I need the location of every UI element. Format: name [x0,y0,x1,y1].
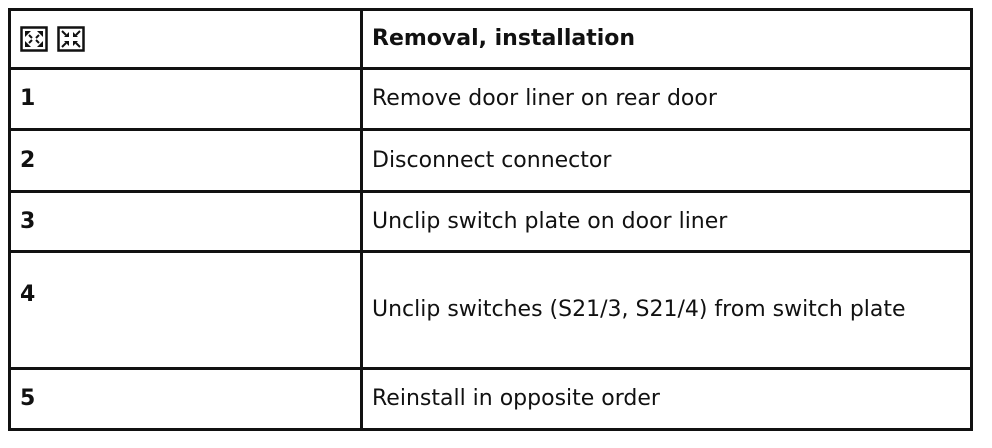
table-title: Removal, installation [372,26,636,51]
table-row: 3 Unclip switch plate on door liner [8,190,973,253]
table-row: 2 Disconnect connector [8,128,973,193]
step-description: Unclip switches (S21/3, S21/4) from swit… [360,250,973,370]
step-number: 5 [8,367,363,431]
table-row: 1 Remove door liner on rear door [8,67,973,131]
step-description: Reinstall in opposite order [360,367,973,431]
collapse-arrows-icon [57,26,85,52]
header-icons-cell [8,8,363,70]
step-description: Disconnect connector [360,128,973,193]
step-number: 1 [8,67,363,131]
procedure-table: Removal, installation 1 Remove door line… [8,8,973,431]
step-description: Unclip switch plate on door liner [360,190,973,253]
expand-arrows-icon [20,26,48,52]
step-number: 3 [8,190,363,253]
table-row: 4 Unclip switches (S21/3, S21/4) from sw… [8,250,973,370]
step-number: 4 [8,250,363,370]
table-header-row: Removal, installation [8,8,973,70]
step-number: 2 [8,128,363,193]
table-row: 5 Reinstall in opposite order [8,367,973,431]
header-title-cell: Removal, installation [360,8,973,70]
step-description: Remove door liner on rear door [360,67,973,131]
header-icons [20,26,360,52]
